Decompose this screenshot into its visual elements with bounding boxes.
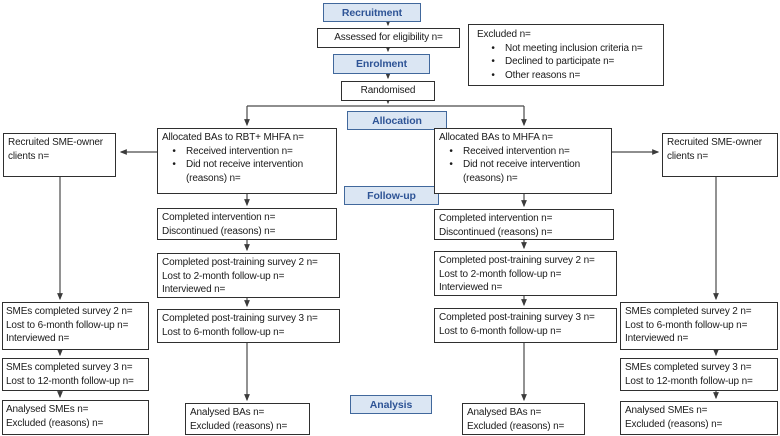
text-line: SMEs completed survey 2 n= [6, 306, 133, 317]
box-allocated-rbt-mhfa: Allocated BAs to RBT+ MHFA n= • Received… [157, 128, 337, 194]
box-sme-survey2-left: SMEs completed survey 2 n= Lost to 6-mon… [2, 302, 149, 350]
text-line: SMEs completed survey 3 n= [625, 362, 752, 373]
text-line: Analysed BAs n= [190, 407, 265, 418]
text-line: Analysed BAs n= [467, 407, 542, 418]
text-line: Lost to 6-month follow-up n= [6, 319, 129, 331]
text-line: Lost to 2-month follow-up n= [162, 270, 285, 282]
text-line: Declined to participate n= [505, 56, 615, 67]
box-completed-intervention-left: Completed intervention n= Discontinued (… [157, 208, 337, 240]
box-analysed-bas-left: Analysed BAs n= Excluded (reasons) n= [185, 403, 310, 435]
text-line: Randomised [360, 85, 416, 96]
box-analysed-smes-left: Analysed SMEs n= Excluded (reasons) n= [2, 400, 149, 435]
text-line: Completed post-training survey 2 n= [439, 255, 595, 266]
text-line: Did not receive intervention (reasons) n… [463, 159, 580, 184]
text-line: Lost to 12-month follow-up n= [625, 375, 753, 387]
text-line: Excluded (reasons) n= [625, 418, 723, 430]
text-line: Received intervention n= [186, 145, 293, 157]
bullet-item: • Received intervention n= [162, 145, 332, 159]
bullet-glyph: • [449, 145, 453, 157]
phase-enrolment: Enrolment [333, 54, 430, 74]
text-line: Lost to 6-month follow-up n= [439, 325, 562, 337]
text-line: Lost to 6-month follow-up n= [625, 319, 748, 331]
text-line: Interviewed n= [439, 282, 503, 293]
text-line: Did not receive intervention (reasons) n… [186, 159, 303, 184]
text-line: Completed post-training survey 3 n= [439, 312, 595, 323]
text-line: Recruited SME-owner clients n= [667, 137, 762, 162]
box-post-survey3-left: Completed post-training survey 3 n= Lost… [157, 309, 340, 343]
box-randomised: Randomised [341, 81, 435, 101]
text-line: SMEs completed survey 3 n= [6, 362, 133, 373]
bullet-item: • Did not receive intervention (reasons)… [162, 158, 332, 185]
bullet-glyph: • [449, 159, 453, 170]
bullet-glyph: • [491, 56, 495, 67]
text-line: Discontinued (reasons) n= [162, 225, 276, 237]
text-line: Completed intervention n= [439, 213, 553, 224]
box-recruited-sme-left: Recruited SME-owner clients n= [3, 133, 116, 177]
text-line: Assessed for eligibility n= [334, 32, 443, 43]
box-analysed-bas-right: Analysed BAs n= Excluded (reasons) n= [462, 403, 585, 435]
text-line: Completed post-training survey 2 n= [162, 257, 318, 268]
text-line: Lost to 2-month follow-up n= [439, 268, 562, 280]
box-analysed-smes-right: Analysed SMEs n= Excluded (reasons) n= [620, 401, 778, 435]
text-line: SMEs completed survey 2 n= [625, 306, 752, 317]
box-post-survey2-right: Completed post-training survey 2 n= Lost… [434, 251, 617, 296]
box-sme-survey3-left: SMEs completed survey 3 n= Lost to 12-mo… [2, 358, 149, 391]
text-line: Analysed SMEs n= [6, 404, 89, 415]
phase-allocation: Allocation [347, 111, 447, 130]
text-line: Excluded (reasons) n= [190, 420, 288, 432]
bullet-item: • Not meeting inclusion criteria n= [477, 42, 659, 56]
text-line: Interviewed n= [6, 333, 70, 344]
bullet-item: • Did not receive intervention (reasons)… [439, 158, 607, 185]
text-line: Recruited SME-owner clients n= [8, 137, 103, 162]
text-line: Excluded (reasons) n= [467, 420, 565, 432]
text-line: Excluded n= [477, 29, 531, 40]
text-line: Discontinued (reasons) n= [439, 226, 553, 238]
text-line: Lost to 6-month follow-up n= [162, 326, 285, 338]
bullet-item: • Other reasons n= [477, 69, 659, 83]
text-line: Completed intervention n= [162, 212, 276, 223]
text-line: Interviewed n= [625, 333, 689, 344]
box-recruited-sme-right: Recruited SME-owner clients n= [662, 133, 778, 177]
text-line: Allocated BAs to MHFA n= [439, 132, 553, 143]
text-line: Received intervention n= [463, 145, 570, 157]
text-line: Excluded (reasons) n= [6, 417, 104, 429]
bullet-item: • Declined to participate n= [477, 55, 659, 69]
text-line: Not meeting inclusion criteria n= [505, 42, 643, 54]
bullet-glyph: • [491, 69, 495, 81]
box-sme-survey2-right: SMEs completed survey 2 n= Lost to 6-mon… [620, 302, 778, 350]
text-line: Completed post-training survey 3 n= [162, 313, 318, 324]
box-allocated-mhfa: Allocated BAs to MHFA n= • Received inte… [434, 128, 612, 194]
box-excluded: Excluded n= • Not meeting inclusion crit… [468, 24, 664, 86]
bullet-item: • Received intervention n= [439, 145, 607, 159]
phase-analysis: Analysis [350, 395, 432, 414]
box-sme-survey3-right: SMEs completed survey 3 n= Lost to 12-mo… [620, 358, 778, 391]
box-completed-intervention-right: Completed intervention n= Discontinued (… [434, 209, 614, 240]
box-assessed-eligibility: Assessed for eligibility n= [317, 28, 460, 48]
text-line: Analysed SMEs n= [625, 405, 708, 416]
text-line: Allocated BAs to RBT+ MHFA n= [162, 132, 304, 143]
text-line: Lost to 12-month follow-up n= [6, 375, 134, 387]
box-post-survey3-right: Completed post-training survey 3 n= Lost… [434, 308, 617, 343]
text-line: Other reasons n= [505, 69, 581, 81]
bullet-glyph: • [172, 145, 176, 157]
phase-followup: Follow-up [344, 186, 439, 205]
text-line: Interviewed n= [162, 284, 226, 295]
bullet-glyph: • [172, 159, 176, 170]
box-post-survey2-left: Completed post-training survey 2 n= Lost… [157, 253, 340, 298]
phase-recruitment: Recruitment [323, 3, 421, 22]
bullet-glyph: • [491, 42, 495, 54]
